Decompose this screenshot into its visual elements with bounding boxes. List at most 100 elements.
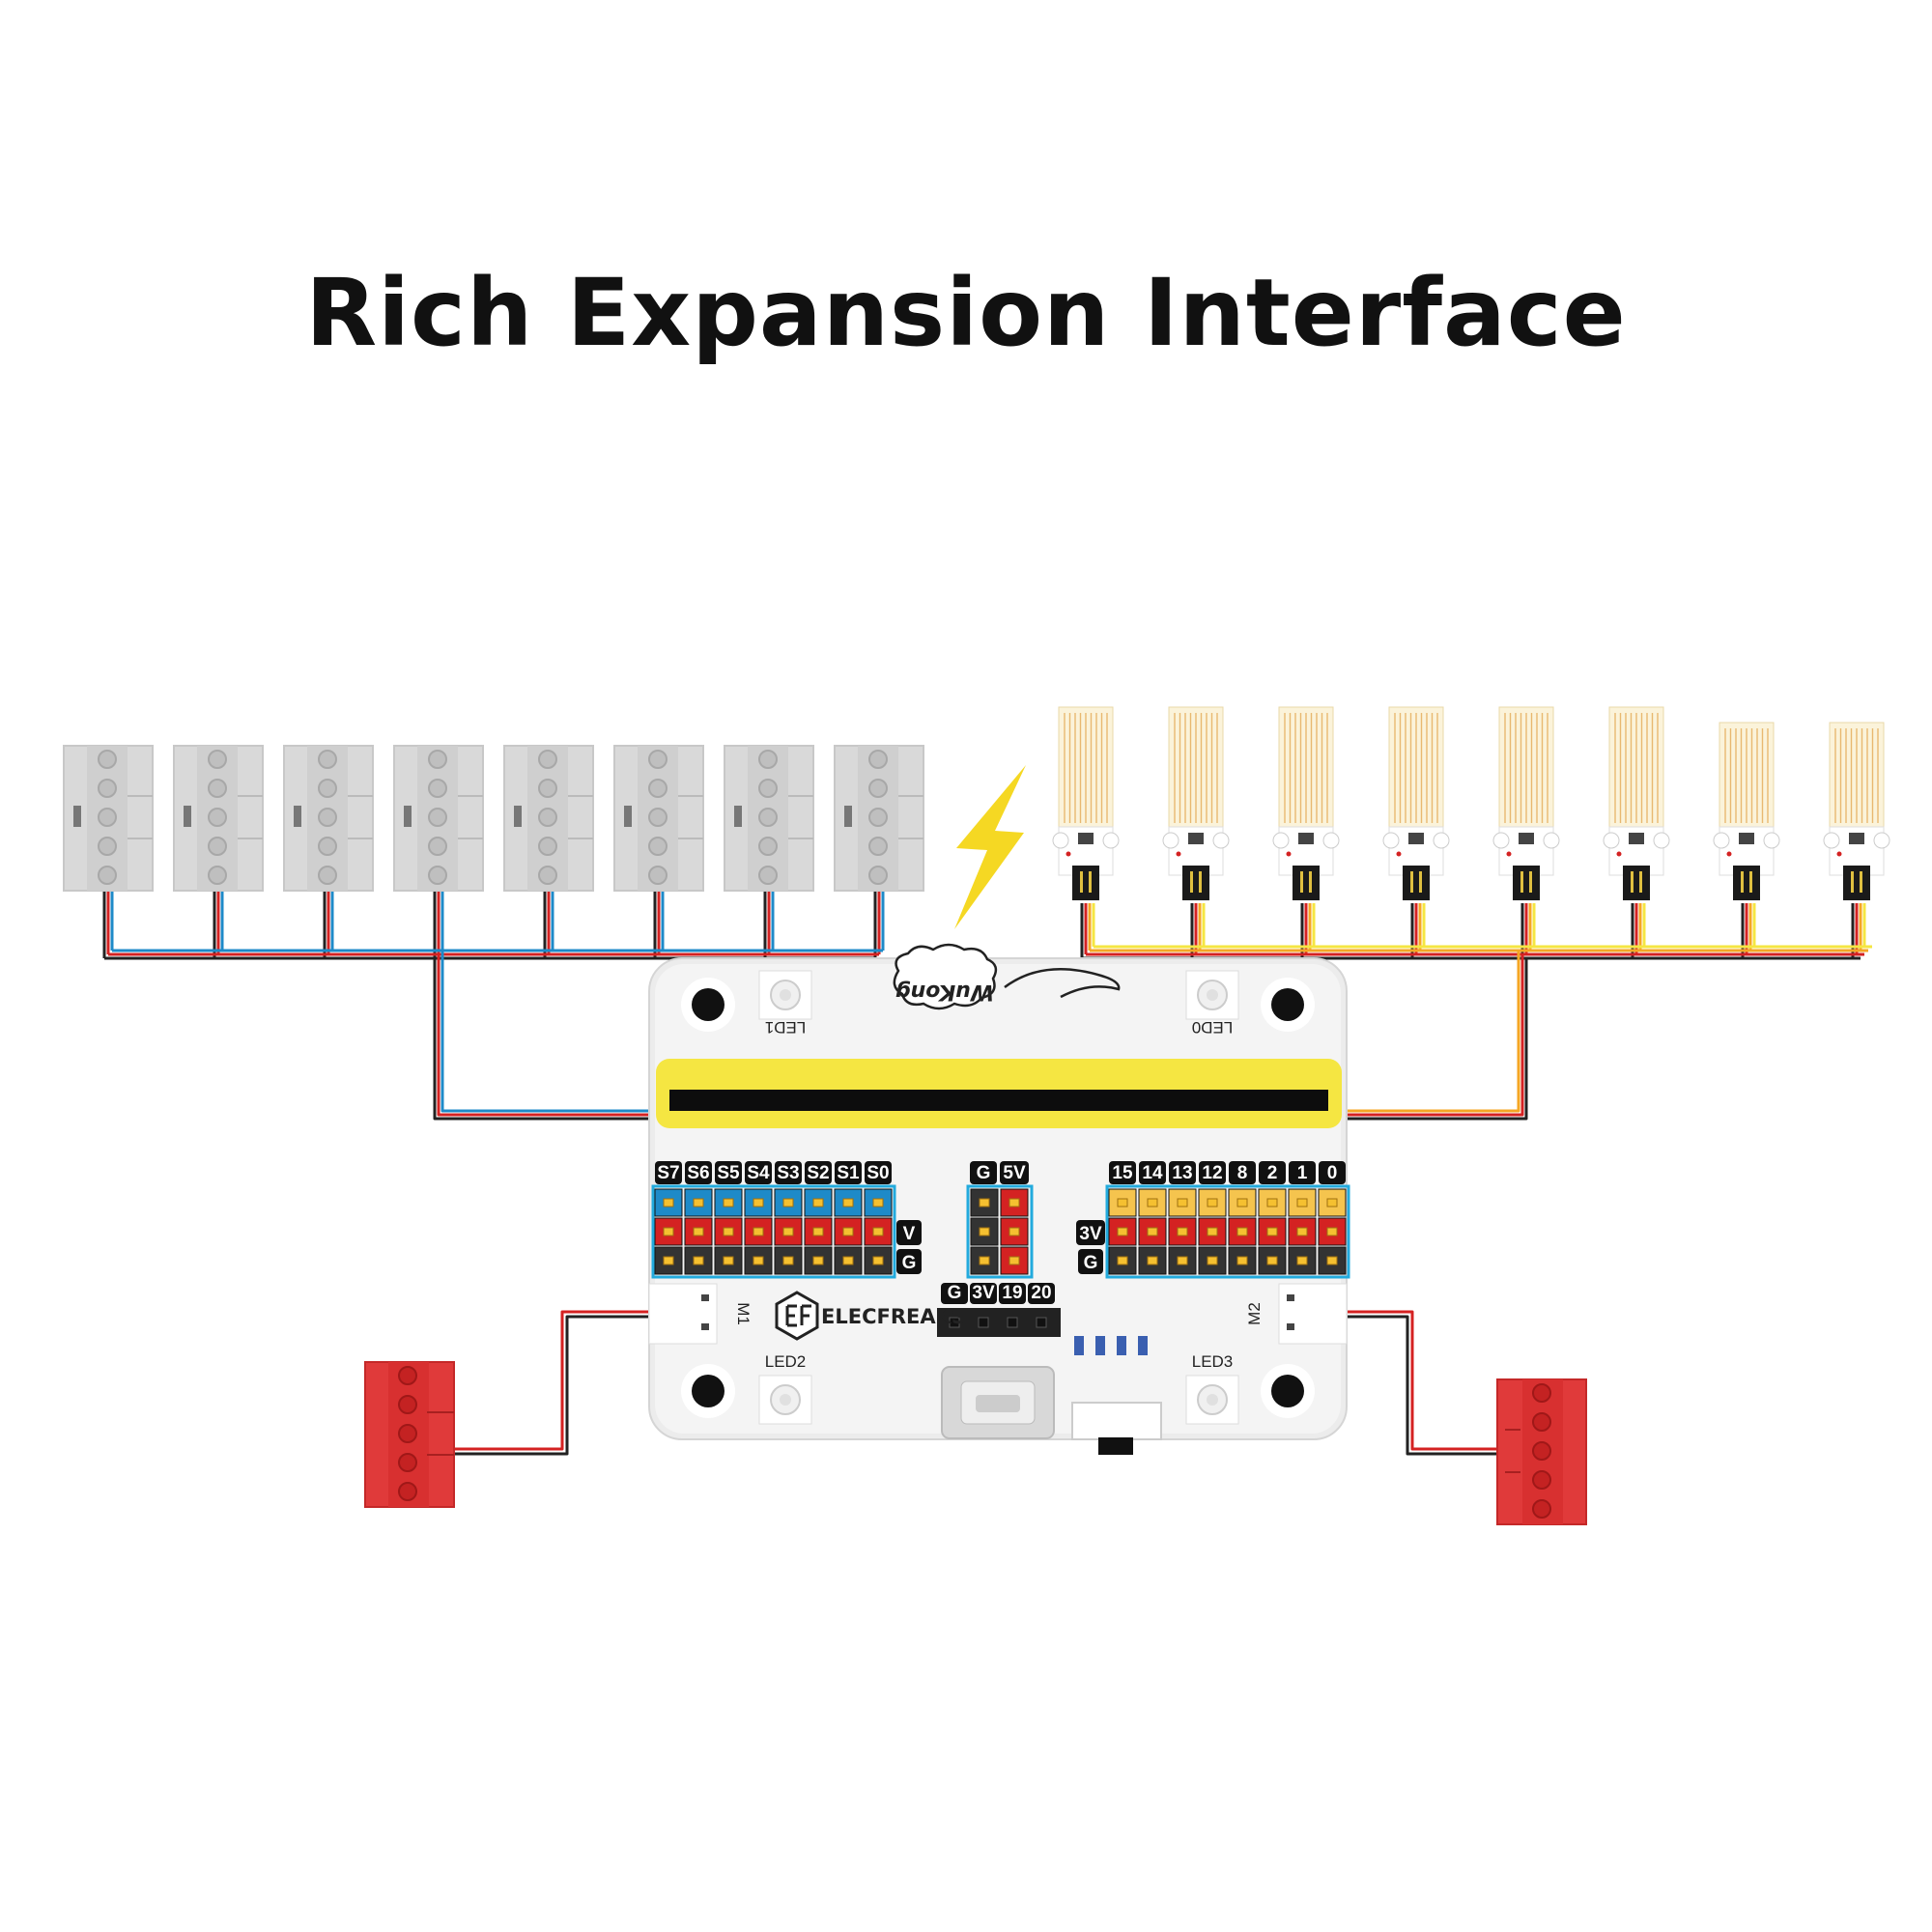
header-pin[interactable] [1117,1198,1128,1208]
header-pin[interactable] [1147,1256,1158,1265]
header-pin[interactable] [1236,1256,1248,1265]
header-pin[interactable] [1266,1256,1278,1265]
header-pin[interactable] [723,1227,734,1236]
water-sensor [1492,706,1560,900]
i2c-socket[interactable] [949,1317,960,1328]
header-pin[interactable] [979,1198,990,1208]
header-pin[interactable] [753,1227,764,1236]
servo-pin-label: S5 [717,1163,740,1183]
header-pin[interactable] [1177,1256,1188,1265]
power-switch[interactable] [1071,1402,1162,1455]
servo-module [283,745,374,892]
led-1 [758,970,812,1020]
header-pin[interactable] [693,1198,704,1208]
led-3-label: LED3 [1192,1352,1234,1371]
header-pin[interactable] [979,1227,990,1236]
i2c-socket[interactable] [1007,1317,1018,1328]
smd-components [1074,1336,1148,1355]
brand-name: ELECFREAKS [821,1305,966,1328]
servo-pin-label: S6 [687,1163,709,1183]
servo-pin-label: S1 [837,1163,860,1183]
header-pin[interactable] [1266,1198,1278,1208]
header-pin[interactable] [782,1256,794,1265]
servo-row-label: V [903,1224,916,1244]
header-pin[interactable] [872,1227,884,1236]
servo-pin-label: S7 [657,1163,679,1183]
header-pin[interactable] [1147,1198,1158,1208]
i2c-socket[interactable] [1036,1317,1047,1328]
header-pin[interactable] [723,1198,734,1208]
header-pin[interactable] [1296,1256,1308,1265]
header-pin[interactable] [1009,1256,1020,1265]
header-pin[interactable] [1177,1227,1188,1236]
header-pin[interactable] [812,1198,824,1208]
sensor-modules [1052,706,1890,900]
led-0-label: LED0 [1192,1018,1234,1037]
header-pin[interactable] [1117,1227,1128,1236]
header-pin[interactable] [1266,1227,1278,1236]
header-pin[interactable] [753,1198,764,1208]
header-pin[interactable] [782,1227,794,1236]
header-pin[interactable] [693,1256,704,1265]
header-pin[interactable] [782,1198,794,1208]
servo-module [173,745,264,892]
i2c-socket[interactable] [978,1317,989,1328]
servo-modules [63,745,924,892]
header-pin[interactable] [1296,1227,1308,1236]
header-pin[interactable] [1207,1198,1218,1208]
i2c-pin-label: 19 [1002,1283,1022,1303]
wire [452,1315,649,1456]
wukong-name: WuKong [895,980,994,1004]
header-pin[interactable] [1236,1227,1248,1236]
power-pin-label: 5V [1003,1163,1026,1183]
servo-pin-label: S0 [867,1163,889,1183]
header-pin[interactable] [1177,1198,1188,1208]
power-pin-label: G [977,1163,991,1183]
header-pin[interactable] [663,1198,674,1208]
wires [102,891,1872,1456]
header-pin[interactable] [663,1256,674,1265]
servo-module [724,745,814,892]
header-pin[interactable] [1207,1227,1218,1236]
led-2 [758,1375,812,1425]
servo-module [613,745,704,892]
header-pin[interactable] [1147,1227,1158,1236]
header-pin[interactable] [872,1198,884,1208]
header-pin[interactable] [812,1227,824,1236]
motor-connector-m1 [648,1283,718,1345]
water-sensor [1713,722,1780,900]
header-pin[interactable] [663,1227,674,1236]
header-pin[interactable] [872,1256,884,1265]
led-3 [1185,1375,1239,1425]
wire [1347,1310,1507,1451]
page-title: Rich Expansion Interface [305,259,1627,367]
header-pin[interactable] [842,1227,854,1236]
header-pin[interactable] [693,1227,704,1236]
header-pin[interactable] [1326,1256,1338,1265]
header-pin[interactable] [1207,1256,1218,1265]
io-pin-label: 14 [1142,1163,1163,1183]
header-pin[interactable] [1326,1198,1338,1208]
servo-pin-label: S2 [807,1163,829,1183]
servo-module [393,745,484,892]
header-pin[interactable] [1326,1227,1338,1236]
header-pin[interactable] [1117,1256,1128,1265]
header-pin[interactable] [812,1256,824,1265]
header-pin[interactable] [723,1256,734,1265]
header-pin[interactable] [1236,1198,1248,1208]
motor-module [1496,1378,1587,1525]
header-pin[interactable] [1009,1198,1020,1208]
header-pin[interactable] [842,1198,854,1208]
io-pin-label: 8 [1237,1163,1248,1183]
usb-port [941,1366,1055,1439]
servo-module [63,745,154,892]
header-pin[interactable] [1009,1227,1020,1236]
header-pin[interactable] [842,1256,854,1265]
header-pin[interactable] [1296,1198,1308,1208]
water-sensor [1052,706,1120,900]
header-pin[interactable] [979,1256,990,1265]
header-pin[interactable] [753,1256,764,1265]
i2c-pin-label: 20 [1031,1283,1051,1303]
